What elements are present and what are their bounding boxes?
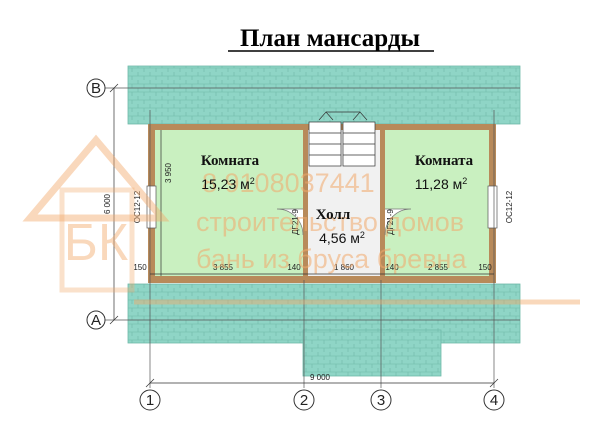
axis-label-4: 4 bbox=[490, 392, 498, 409]
dimension-lines bbox=[109, 83, 499, 388]
axis-bubble-1 bbox=[139, 389, 161, 411]
watermark-house-icon bbox=[22, 134, 170, 222]
dim-bottom-4: 1 860 bbox=[334, 263, 355, 272]
room-left-area: 15,23 м2 bbox=[201, 176, 255, 192]
door-left-label: ДГ21-9 bbox=[291, 209, 300, 235]
door-right-label: ДГ21-9 bbox=[386, 209, 395, 235]
door-left-swing bbox=[276, 208, 304, 236]
inner-wall-left bbox=[303, 124, 308, 283]
watermark: БК 8 9108037441 строительство домов бань… bbox=[22, 134, 580, 305]
staircase bbox=[308, 111, 376, 167]
dim-bottom-5: 140 bbox=[385, 263, 399, 272]
watermark-logo: БК bbox=[64, 214, 128, 272]
room-right bbox=[385, 130, 489, 276]
window-left-label: ОС12-12 bbox=[133, 190, 142, 223]
watermark-line1: строительство домов bbox=[196, 207, 464, 237]
axis-label-1: 1 bbox=[146, 392, 154, 409]
axis-bubble-b bbox=[86, 78, 106, 98]
dim-bottom-6: 2 855 bbox=[428, 263, 449, 272]
window-left bbox=[146, 185, 157, 229]
axis-bubble-2 bbox=[293, 389, 315, 411]
room-left bbox=[155, 130, 303, 276]
window-right bbox=[487, 185, 498, 229]
porch-roof bbox=[302, 329, 442, 377]
axis-lines bbox=[104, 87, 520, 388]
watermark-frame bbox=[59, 187, 135, 293]
room-left-name: Комната bbox=[201, 153, 260, 169]
watermark-line2: бань из бруса бревна bbox=[196, 244, 467, 274]
axis-bubble-4 bbox=[483, 389, 505, 411]
axis-bubble-a bbox=[86, 310, 106, 330]
dim-room-depth: 3 950 bbox=[164, 162, 173, 183]
axis-label-2: 2 bbox=[300, 392, 308, 409]
watermark-phone: 8 9108037441 bbox=[202, 168, 375, 198]
plan-title: План мансарды bbox=[240, 25, 420, 52]
dim-total-width: 9 000 bbox=[310, 373, 331, 382]
room-right-name: Комната bbox=[415, 153, 474, 169]
dim-bottom-7: 150 bbox=[478, 263, 492, 272]
room-right-area: 11,28 м2 bbox=[415, 176, 468, 192]
dim-bottom-1: 150 bbox=[133, 263, 147, 272]
hall-area: 4,56 м2 bbox=[319, 230, 365, 246]
door-right-swing bbox=[384, 208, 412, 236]
axis-label-3: 3 bbox=[377, 392, 385, 409]
axis-bubble-3 bbox=[370, 389, 392, 411]
inner-wall-right bbox=[380, 124, 385, 283]
dim-bottom-2: 3 855 bbox=[213, 263, 234, 272]
axis-label-a: А bbox=[91, 312, 101, 329]
axis-label-b: В bbox=[91, 80, 101, 97]
window-right-label: ОС12-12 bbox=[505, 190, 514, 223]
hall-name: Холл bbox=[316, 207, 351, 223]
roof-top bbox=[127, 65, 521, 125]
dim-total-depth: 6 000 bbox=[103, 193, 112, 214]
dim-bottom-3: 140 bbox=[287, 263, 301, 272]
